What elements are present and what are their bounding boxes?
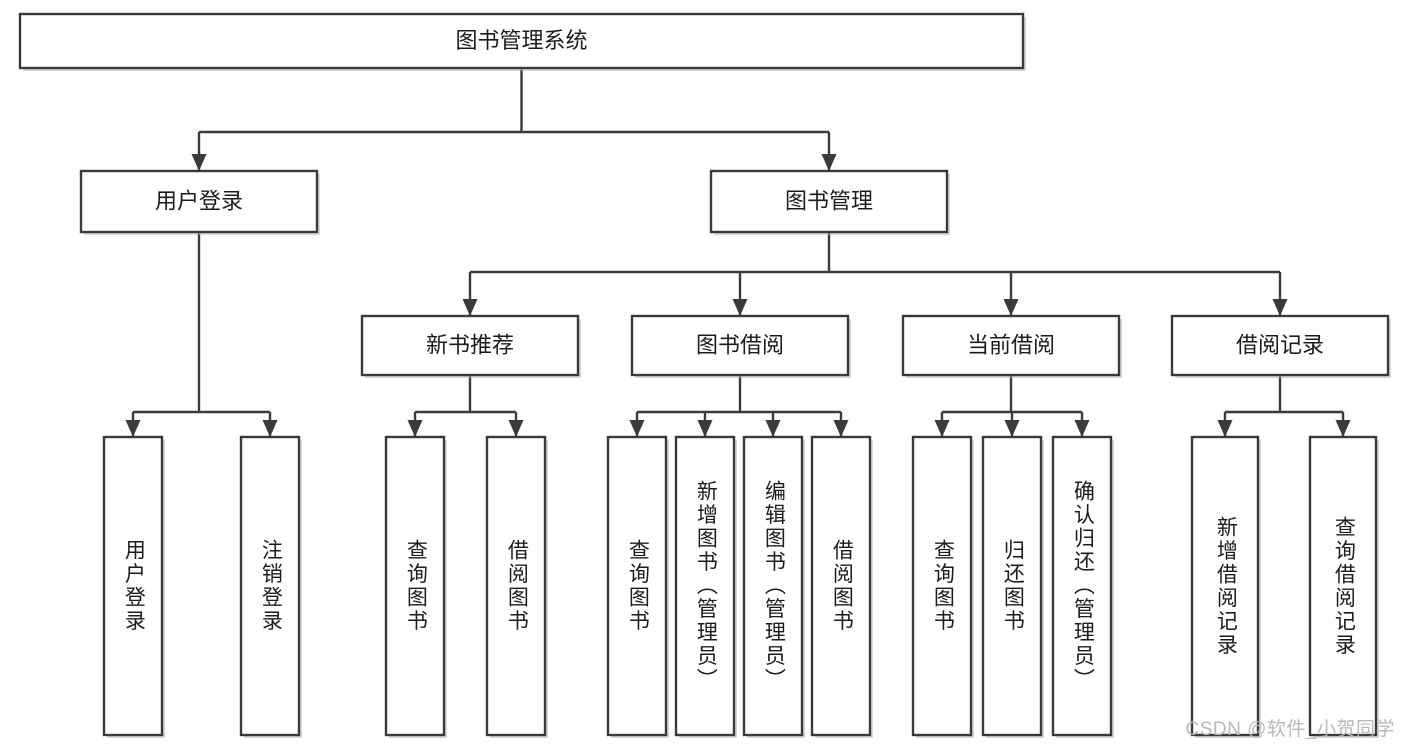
node-current-borrow[interactable]	[901, 314, 1122, 378]
node-leaf-query-book-cb[interactable]	[911, 435, 974, 738]
node-leaf-confirm-return[interactable]	[1051, 435, 1114, 738]
arrow-icon-leaf-query-book-bb	[629, 420, 645, 437]
arrow-icon-leaf-user-login	[125, 420, 141, 437]
node-leaf-query-book-bb[interactable]	[606, 435, 669, 738]
label-book-manage: 图书管理	[785, 188, 873, 213]
boxes-layer	[18, 12, 1391, 738]
node-book-borrow[interactable]	[630, 314, 851, 378]
arrow-icon-leaf-edit-book	[765, 420, 781, 437]
node-new-book-recommend[interactable]	[360, 314, 581, 378]
arrow-icon-leaf-borrow-book-rec	[508, 420, 524, 437]
label-new-book-recommend: 新书推荐	[426, 332, 514, 357]
node-leaf-query-record[interactable]	[1308, 435, 1379, 738]
arrow-icon-user-login	[191, 154, 207, 171]
node-book-manage[interactable]	[709, 169, 950, 235]
label-user-login: 用户登录	[155, 188, 243, 213]
node-leaf-borrow-book-bb[interactable]	[810, 435, 873, 738]
arrow-icon-new-book-recommend	[462, 299, 478, 316]
node-root[interactable]	[18, 12, 1026, 71]
node-leaf-query-book-rec[interactable]	[384, 435, 447, 738]
arrow-icon-leaf-confirm-return	[1074, 420, 1090, 437]
arrow-icon-leaf-add-book	[697, 420, 713, 437]
label-borrow-record: 借阅记录	[1236, 332, 1324, 357]
label-root: 图书管理系统	[455, 28, 587, 53]
arrow-icon-leaf-return-book	[1004, 420, 1020, 437]
label-book-borrow: 图书借阅	[696, 332, 784, 357]
connectors-layer	[125, 68, 1351, 437]
node-leaf-user-login[interactable]	[102, 435, 165, 738]
node-borrow-record[interactable]	[1170, 314, 1391, 378]
arrow-icon-borrow-record	[1272, 299, 1288, 316]
node-leaf-add-record[interactable]	[1190, 435, 1261, 738]
node-leaf-add-book[interactable]	[674, 435, 737, 738]
node-leaf-borrow-book-rec[interactable]	[485, 435, 548, 738]
node-user-login[interactable]	[79, 169, 320, 235]
arrow-icon-leaf-logout	[262, 420, 278, 437]
arrow-icon-leaf-query-record	[1335, 420, 1351, 437]
arrow-icon-leaf-borrow-book-bb	[833, 420, 849, 437]
arrow-icon-leaf-query-book-cb	[934, 420, 950, 437]
arrow-icon-book-borrow	[732, 299, 748, 316]
arrow-icon-leaf-query-book-rec	[407, 420, 423, 437]
node-leaf-logout[interactable]	[239, 435, 302, 738]
csdn-watermark: CSDN @软件_小贺同学	[1185, 719, 1395, 740]
label-current-borrow: 当前借阅	[967, 332, 1055, 357]
arrow-icon-leaf-add-record	[1217, 420, 1233, 437]
arrow-icon-current-borrow	[1003, 299, 1019, 316]
node-leaf-return-book[interactable]	[981, 435, 1044, 738]
arrow-icon-book-manage	[821, 154, 837, 171]
node-leaf-edit-book[interactable]	[742, 435, 805, 738]
